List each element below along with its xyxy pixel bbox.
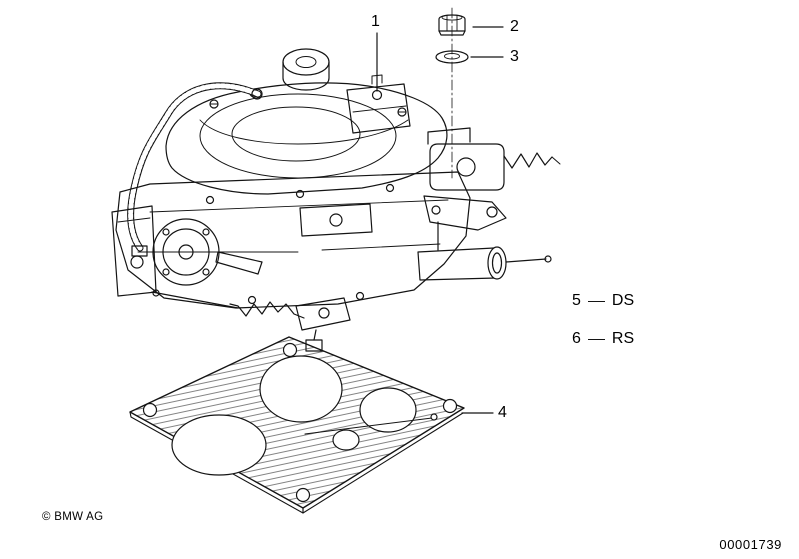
callout-5-label: DS — [611, 292, 635, 309]
copyright-notice: © BMW AG — [42, 511, 104, 523]
callout-6-group[interactable]: 6 RS — [572, 331, 634, 347]
callout-4[interactable]: 4 — [498, 404, 507, 421]
callout-6-label: RS — [611, 330, 635, 347]
callout-6[interactable]: 6 — [572, 330, 581, 347]
callout-5-group[interactable]: 5 DS — [572, 293, 634, 309]
gasket — [129, 336, 465, 514]
callout-5-line — [587, 300, 605, 302]
callout-1[interactable]: 1 — [371, 13, 380, 30]
callout-2[interactable]: 2 — [510, 18, 519, 35]
document-number: 00001739 — [719, 537, 782, 552]
carburetor — [111, 48, 561, 352]
hex-nut — [438, 14, 466, 36]
washer — [435, 50, 469, 64]
callout-5[interactable]: 5 — [572, 292, 581, 309]
callout-6-line — [587, 338, 605, 340]
callout-3[interactable]: 3 — [510, 48, 519, 65]
